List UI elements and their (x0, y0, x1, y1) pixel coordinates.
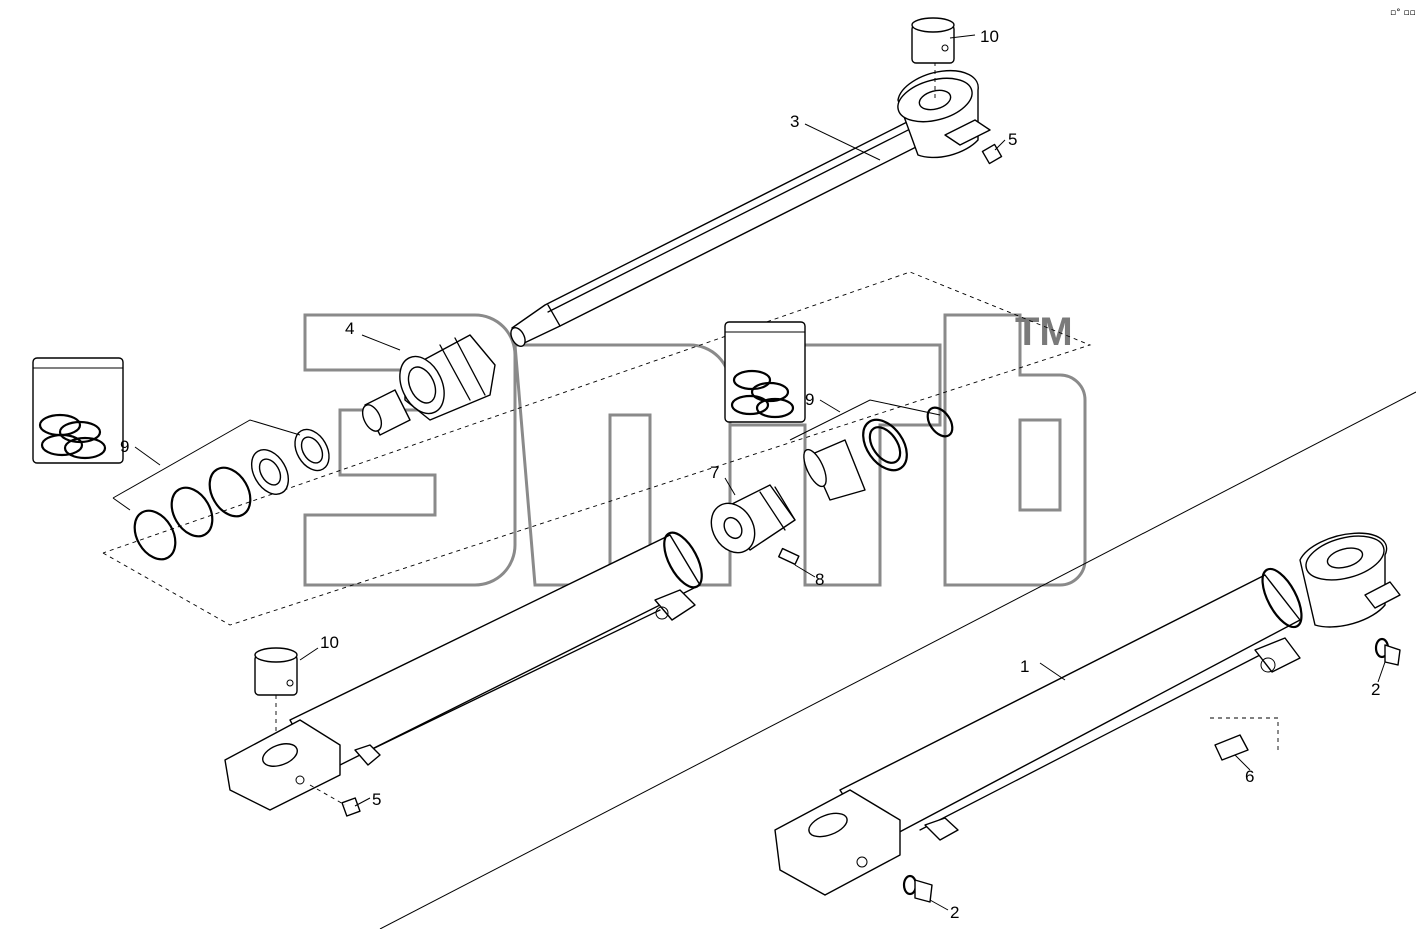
leader-lines (134, 34, 1386, 911)
callout-9-right: 9 (805, 390, 814, 409)
seal-set-right (789, 399, 954, 501)
piston (710, 484, 796, 554)
callout-8: 8 (815, 570, 824, 589)
callout-9-left: 9 (120, 437, 129, 456)
callout-1: 1 (1020, 657, 1029, 676)
callout-5-top: 5 (1008, 130, 1017, 149)
set-screw (778, 547, 800, 566)
grease-nipple-middle (309, 784, 361, 817)
callout-6: 6 (1245, 767, 1254, 786)
callout-2-bottom: 2 (950, 903, 959, 922)
watermark-trademark: TM (1015, 310, 1073, 354)
callout-3: 3 (790, 112, 799, 131)
piston-rod (510, 62, 991, 347)
bushing-top (911, 17, 955, 64)
callouts: 1 2 2 3 4 5 5 6 7 8 9 9 10 10 ▫° ▫▫▫ (120, 8, 1416, 922)
callout-10-middle: 10 (320, 633, 339, 652)
corner-mark: ▫° ▫▫▫ (1390, 8, 1416, 18)
watermark-logo: TM (303, 310, 1087, 587)
gland-head (399, 334, 496, 421)
seal-kit-bag-left (32, 357, 124, 464)
seal-set-left (112, 419, 330, 561)
callout-10-top: 10 (980, 27, 999, 46)
separator-line (379, 391, 1416, 929)
cylinder-barrel-middle (224, 531, 703, 811)
seal-kit-bag-center (724, 321, 806, 423)
fitting-part6 (1210, 717, 1279, 761)
grease-nipple-part2 (902, 637, 1401, 903)
cylinder-assembly (774, 532, 1401, 896)
callout-5-middle: 5 (372, 790, 381, 809)
bushing-middle (254, 647, 298, 735)
callout-2-right: 2 (1371, 680, 1380, 699)
exploded-view-frame (102, 271, 1092, 626)
callout-7: 7 (710, 463, 719, 482)
grease-nipple-top (981, 143, 1003, 165)
guide-bushing (361, 389, 411, 436)
callout-4: 4 (345, 319, 354, 338)
